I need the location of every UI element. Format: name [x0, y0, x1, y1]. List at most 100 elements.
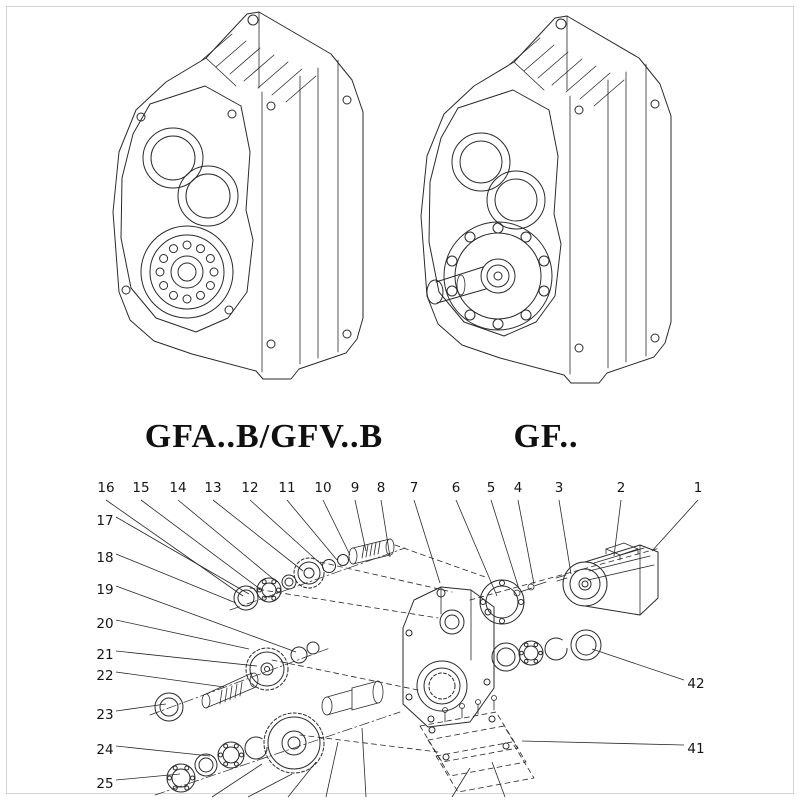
leader-line-41	[521, 740, 685, 746]
leader-line-4	[517, 499, 535, 585]
cover-ring-right	[570, 629, 602, 661]
leader-line-16	[105, 499, 244, 597]
seal-ring	[194, 753, 218, 777]
part-number-20: 20	[96, 616, 113, 632]
left-model-label: GFA..B/GFV..B	[145, 418, 383, 455]
leader-line-9	[354, 499, 367, 552]
retaining-ring	[290, 646, 308, 664]
leader-line-42	[591, 648, 685, 681]
cooling-fins	[201, 33, 317, 103]
eyebolt-hole	[247, 14, 259, 26]
leader-line-14	[177, 499, 278, 583]
side-ribs	[569, 63, 647, 375]
leader-line-cropped	[211, 763, 263, 798]
leader-line-15	[140, 499, 261, 590]
leader-line-3	[558, 499, 572, 575]
exploded-view	[149, 538, 661, 796]
part-number-4: 4	[514, 480, 523, 496]
terminal-box	[605, 542, 639, 561]
output-gear	[263, 712, 325, 774]
part-number-9: 9	[351, 480, 360, 496]
leader-line-cropped	[287, 761, 317, 798]
motor	[562, 542, 659, 616]
part-number-21: 21	[96, 647, 113, 663]
input-shaft-bosses	[142, 127, 239, 227]
leader-line-cropped	[361, 727, 367, 798]
bottom-cover-plates	[419, 695, 535, 793]
washer	[306, 641, 320, 655]
leader-line-cropped	[491, 761, 506, 798]
front-plate-bolts	[121, 109, 237, 315]
retaining-ring-small	[322, 559, 336, 573]
input-pinion-shaft	[348, 538, 395, 565]
leader-line-cropped	[247, 773, 293, 798]
leader-line-6	[455, 499, 498, 597]
output-gear-assembly	[166, 680, 384, 793]
part-number-19: 19	[96, 582, 113, 598]
circlip	[244, 736, 268, 760]
front-face-plate	[120, 85, 254, 333]
part-number-labels: 16 15 14 13 12 11 10 9 8 7 6 5 4 3 2 1 1…	[96, 480, 704, 792]
intermediate-gear-assembly	[154, 641, 320, 722]
part-number-10: 10	[314, 480, 331, 496]
leader-line-22	[115, 671, 225, 688]
part-number-7: 7	[410, 480, 419, 496]
input-shaft-bosses	[451, 132, 546, 230]
bolt-1	[513, 587, 533, 597]
part-number-13: 13	[204, 480, 221, 496]
spacer-ring-right	[491, 642, 521, 672]
output-solid-shaft	[426, 266, 487, 305]
washer-small	[337, 554, 349, 566]
leader-line-24	[115, 745, 211, 757]
part-number-5: 5	[487, 480, 496, 496]
leader-line-23	[115, 703, 167, 712]
leader-line-10	[322, 499, 351, 556]
end-cap	[154, 692, 184, 722]
oil-seal	[233, 585, 259, 611]
ball-bearing-input	[256, 577, 282, 603]
motor-flange-parts	[479, 574, 568, 625]
output-hollow-shaft	[321, 680, 384, 716]
leader-line-5	[490, 499, 520, 590]
part-number-41: 41	[687, 741, 704, 757]
housing-silhouette	[112, 11, 364, 380]
leader-line-8	[380, 499, 391, 558]
ball-bearing-output-2	[166, 763, 196, 793]
cover-screws	[442, 695, 497, 723]
output-bearing-set	[491, 629, 602, 672]
leader-line-cropped	[325, 741, 339, 798]
part-number-22: 22	[96, 668, 113, 684]
part-number-24: 24	[96, 742, 113, 758]
leader-line-12	[249, 499, 323, 566]
leader-line-11	[286, 499, 338, 561]
part-number-11: 11	[278, 480, 295, 496]
part-number-17: 17	[96, 513, 113, 529]
leader-line-19	[115, 585, 297, 653]
leader-line-21	[115, 650, 258, 667]
part-number-8: 8	[377, 480, 386, 496]
leader-lines	[105, 499, 699, 798]
part-number-23: 23	[96, 707, 113, 723]
part-number-6: 6	[452, 480, 461, 496]
leader-line-20	[115, 619, 250, 650]
housing-silhouette	[420, 15, 672, 384]
circlip-right	[544, 637, 568, 661]
leader-line-2	[613, 499, 622, 557]
front-face-plate	[428, 89, 562, 337]
right-gearbox-isometric	[420, 15, 672, 384]
part-number-14: 14	[169, 480, 186, 496]
leader-line-17	[115, 516, 250, 595]
right-model-label: GF..	[513, 418, 578, 455]
leader-line-18	[115, 553, 237, 604]
part-number-18: 18	[96, 550, 113, 566]
part-number-25: 25	[96, 776, 113, 792]
input-shaft-assembly	[233, 538, 395, 611]
alignment-lines	[149, 544, 661, 796]
eyebolt-hole	[555, 18, 567, 30]
part-number-15: 15	[132, 480, 149, 496]
cooling-fins	[509, 37, 625, 107]
intermediate-pinion-shaft	[201, 672, 259, 709]
leader-line-cropped	[451, 767, 471, 798]
